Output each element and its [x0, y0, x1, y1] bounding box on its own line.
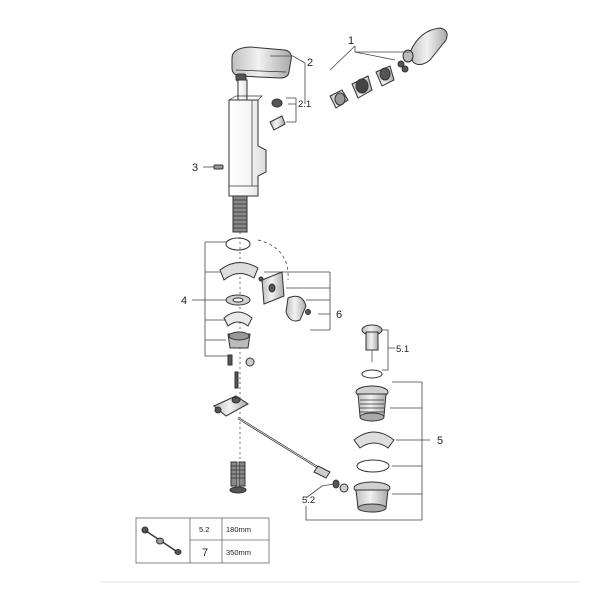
- callout-6: 6: [336, 309, 342, 321]
- popup-rod-assembly: [213, 395, 331, 494]
- part-2-1-fittings: [269, 98, 286, 131]
- lever-handle: [402, 27, 448, 66]
- callout-1: 1: [348, 35, 354, 47]
- rod-length-table: 5.2 180mm 7 350mm: [135, 517, 270, 564]
- mounting-assembly: [219, 237, 311, 389]
- table-row-2-id: 7: [202, 547, 208, 559]
- cartridge-parts: [329, 60, 409, 109]
- leader-lines: [192, 45, 430, 521]
- threaded-stud: [232, 195, 248, 470]
- part-3-set-screw: [213, 164, 224, 170]
- callout-5: 5: [437, 435, 443, 447]
- callout-2: 2: [307, 57, 313, 69]
- rod-sketch-icon: [141, 526, 182, 555]
- callout-2-1: 2.1: [298, 99, 311, 110]
- callout-5-1: 5.1: [396, 344, 409, 355]
- callout-5-2: 5.2: [302, 495, 315, 506]
- callout-3: 3: [192, 162, 198, 174]
- table-row-1-id: 5.2: [199, 525, 209, 534]
- callout-4: 4: [181, 295, 187, 307]
- table-row-2-length: 350mm: [226, 548, 251, 557]
- table-row-1-length: 180mm: [226, 525, 251, 534]
- drain-assembly: [332, 324, 395, 513]
- faucet-spout-body: [228, 46, 292, 197]
- callout-labels: 1 2 2.1 3 4 6 5.1 5 5.2: [181, 35, 443, 506]
